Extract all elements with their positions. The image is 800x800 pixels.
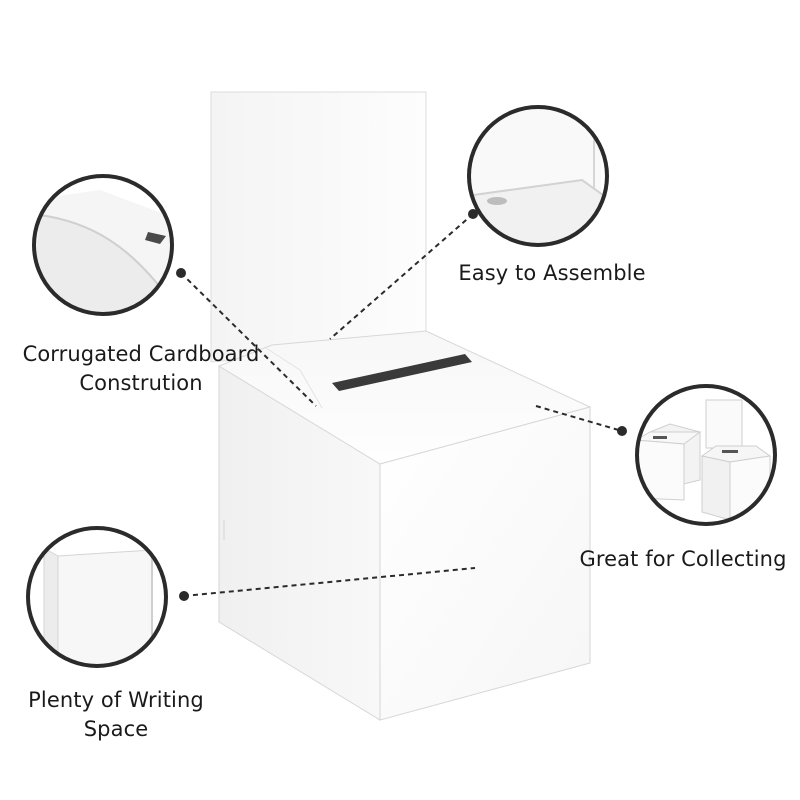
feature-label-assemble: Easy to Assemble (446, 259, 658, 288)
callout-dot-corrugated (176, 268, 186, 278)
ballot-slot (332, 354, 472, 391)
callout-ring-assemble (467, 105, 609, 247)
feature-label-line: Space (83, 717, 149, 741)
callout-assemble-detail (467, 105, 609, 247)
feature-label-line: Great for Collecting (579, 547, 787, 571)
box-top-face (217, 330, 592, 465)
leader-line-assemble (329, 213, 474, 340)
box-front-face (379, 406, 591, 721)
feature-label-writing: Plenty of Writing Space (18, 686, 214, 744)
callout-ring-corrugated (32, 174, 174, 316)
leader-line-corrugated (180, 272, 317, 407)
callout-dot-assemble (468, 209, 478, 219)
feature-label-collecting: Great for Collecting (574, 545, 792, 574)
callout-dot-collecting (617, 426, 627, 436)
callout-writing-detail (26, 526, 168, 668)
feature-label-line: Easy to Assemble (458, 261, 646, 285)
feature-label-corrugated: Corrugated Cardboard Constrution (10, 340, 272, 398)
feature-label-line: Constrution (79, 371, 203, 395)
callout-dot-writing (179, 591, 189, 601)
callout-ring-writing (26, 526, 168, 668)
feature-label-line: Plenty of Writing (28, 688, 204, 712)
leader-line-collecting (535, 405, 623, 432)
callout-collecting-detail (635, 384, 777, 526)
header-board (210, 91, 427, 363)
leader-lines (180, 213, 623, 597)
callout-ring-collecting (635, 384, 777, 526)
leader-line-writing (183, 567, 476, 597)
callout-corrugated-detail (32, 174, 174, 316)
feature-label-line: Corrugated Cardboard (22, 342, 260, 366)
ballot-box (210, 91, 592, 721)
